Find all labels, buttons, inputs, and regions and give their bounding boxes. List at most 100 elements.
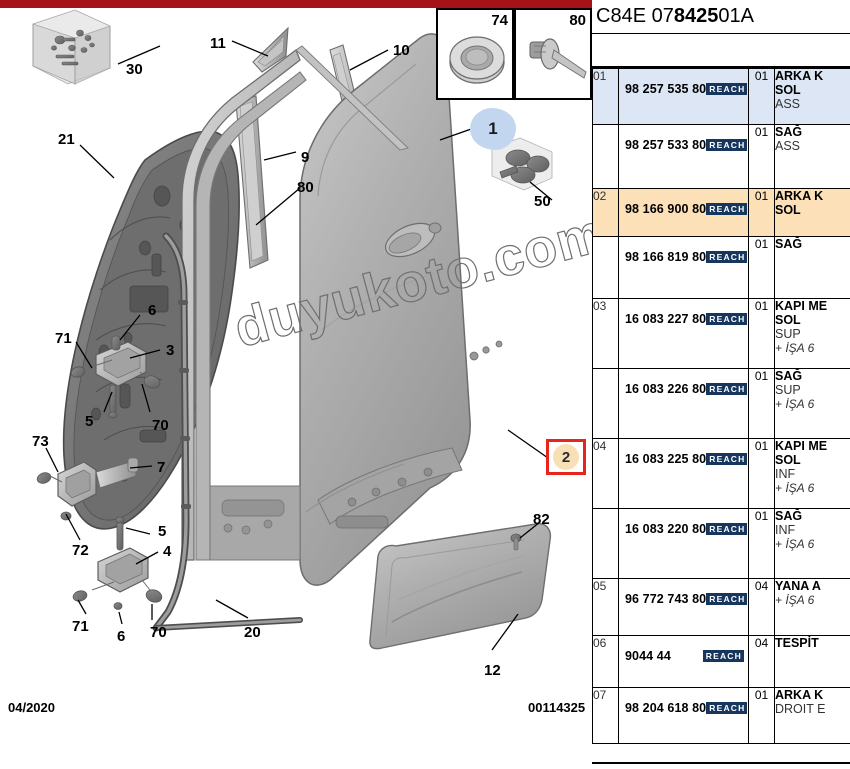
reach-badge: REACH: [706, 702, 748, 714]
description-side: SAĞ: [775, 509, 803, 524]
part-74-grommet-icon: [449, 36, 505, 84]
description-sub: INF: [775, 523, 796, 537]
row-reference-cell[interactable]: 16 083 227 80 REACH: [618, 298, 749, 369]
table-row[interactable]: 05 96 772 743 80 REACH 04 YANA A + İŞA 6: [592, 578, 850, 636]
row-reference-cell[interactable]: 98 257 533 80 REACH: [618, 124, 749, 189]
parts-diagram-panel: 74 80 1 2 30 11 21: [0, 0, 592, 715]
callout-11: 11: [210, 35, 226, 52]
part-reference: 98 166 900 80: [625, 202, 707, 216]
row-reference-cell[interactable]: 98 257 535 80 REACH: [618, 68, 749, 125]
callout-7: 7: [157, 459, 166, 476]
description-side: SOL: [775, 203, 801, 217]
description-title: KAPI ME: [775, 439, 828, 454]
table-row[interactable]: 07 98 204 618 80 REACH 01 ARKA K DROIT E: [592, 687, 850, 744]
part-9-pillar-trim-strip: [235, 95, 269, 269]
part-reference: 16 083 220 80: [625, 522, 707, 536]
row-description: YANA A + İŞA 6: [774, 578, 850, 636]
description-title: ARKA K: [775, 189, 824, 204]
callout-box-2[interactable]: 2: [546, 439, 586, 475]
callout-3: 3: [166, 342, 175, 359]
table-row[interactable]: 16 083 226 80 REACH 01 SAĞ SUP + İŞA 6: [592, 368, 850, 439]
table-row[interactable]: 98 166 819 80 REACH 01 SAĞ: [592, 236, 850, 299]
reach-badge: REACH: [706, 251, 748, 263]
parts-table-panel: C84E 07 8425 01A 01 98 257 535 80 REACH: [592, 0, 850, 769]
table-row[interactable]: 02 98 166 900 80 REACH 01 ARKA K SOL: [592, 188, 850, 237]
row-reference-cell[interactable]: 98 166 819 80 REACH: [618, 236, 749, 299]
parts-table-body: 01 98 257 535 80 REACH 01 ARKA K SOL ASS: [592, 68, 850, 744]
inset-box-74: 74: [436, 8, 514, 100]
row-item-number: [592, 236, 619, 299]
part-12-side-moulding: [369, 523, 552, 650]
callout-73: 73: [32, 433, 49, 450]
door-handle-recess: [384, 222, 442, 258]
description-title: YANA A: [775, 579, 821, 594]
callout-bubble-1[interactable]: 1: [470, 108, 516, 150]
part-80-rivet-icon: [529, 38, 587, 79]
part-reference: 98 204 618 80: [625, 701, 707, 715]
description-note: + İŞA 6: [775, 593, 815, 607]
parts-diagram-illustration: [32, 9, 553, 651]
table-header-spacer: [592, 34, 850, 68]
row-description: ARKA K SOL: [774, 188, 850, 237]
row-quantity: 01: [748, 124, 775, 189]
row-reference-cell[interactable]: 16 083 220 80 REACH: [618, 508, 749, 579]
part-reference: 16 083 225 80: [625, 452, 707, 466]
table-row[interactable]: 06 9044 44 REACH 04 TESPİT: [592, 635, 850, 688]
table-row[interactable]: 98 257 533 80 REACH 01 SAĞ ASS: [592, 124, 850, 189]
row-quantity: 04: [748, 578, 775, 636]
row-reference-cell[interactable]: 16 083 225 80 REACH: [618, 438, 749, 509]
row-quantity: 01: [748, 368, 775, 439]
row-item-number: 04: [592, 438, 619, 509]
table-row[interactable]: 03 16 083 227 80 REACH 01 KAPI ME SOL SU…: [592, 298, 850, 369]
parts-table: 01 98 257 535 80 REACH 01 ARKA K SOL ASS: [592, 68, 850, 744]
part-20-door-seal: [152, 232, 303, 632]
callout-30: 30: [126, 61, 143, 78]
description-note: + İŞA 6: [775, 481, 815, 495]
row-reference-cell[interactable]: 98 204 618 80 REACH: [618, 687, 749, 744]
description-title: KAPI ME: [775, 299, 828, 314]
door-inner-shell: [195, 71, 307, 561]
reach-badge: REACH: [706, 203, 748, 215]
row-description: KAPI ME SOL SUP + İŞA 6: [774, 298, 850, 369]
row-reference-cell[interactable]: 98 166 900 80 REACH: [618, 188, 749, 237]
description-title: TESPİT: [775, 636, 819, 651]
door-window-frame: [181, 45, 409, 561]
inset-box-80-number: 80: [569, 12, 586, 29]
row-reference-cell[interactable]: 9044 44 REACH: [618, 635, 749, 688]
panel-lower-reinforcement: [305, 447, 463, 529]
callout-70-upper: 70: [152, 417, 169, 434]
row-item-number: [592, 368, 619, 439]
row-quantity: 01: [748, 188, 775, 237]
description-sub: INF: [775, 467, 796, 481]
row-item-number: 07: [592, 687, 619, 744]
part-11-corner-trim: [252, 26, 289, 73]
row-description: SAĞ: [774, 236, 850, 299]
reach-badge: REACH: [706, 139, 748, 151]
callout-71-upper: 71: [55, 330, 72, 347]
footer-code: 00114325: [528, 700, 586, 715]
description-sub: ASS: [775, 139, 801, 153]
inset-box-80: 80: [514, 8, 592, 100]
part-82-moulding-clip: [510, 533, 522, 551]
callout-5-upper: 5: [85, 413, 94, 430]
row-quantity: 01: [748, 298, 775, 369]
description-title: ARKA K: [775, 688, 824, 703]
description-note: + İŞA 6: [775, 537, 815, 551]
table-row[interactable]: 16 083 220 80 REACH 01 SAĞ INF + İŞA 6: [592, 508, 850, 579]
row-reference-cell[interactable]: 16 083 226 80 REACH: [618, 368, 749, 439]
table-row[interactable]: 01 98 257 535 80 REACH 01 ARKA K SOL ASS: [592, 68, 850, 125]
callout-71-lower: 71: [72, 618, 89, 635]
description-sub: ASS: [775, 97, 801, 111]
reference-bold: 8425: [673, 5, 719, 27]
callout-50: 50: [534, 193, 551, 210]
description-sub: DROIT E: [775, 702, 826, 716]
part-7-door-check-strap: [36, 457, 139, 521]
table-row[interactable]: 04 16 083 225 80 REACH 01 KAPI ME SOL IN…: [592, 438, 850, 509]
callout-80-strip: 80: [297, 179, 314, 196]
part-3-upper-hinge: [70, 335, 161, 419]
row-reference-cell[interactable]: 96 772 743 80 REACH: [618, 578, 749, 636]
callout-72: 72: [72, 542, 89, 559]
part-reference: 98 166 819 80: [625, 250, 707, 264]
inset-box-74-number: 74: [491, 12, 508, 29]
row-description: TESPİT: [774, 635, 850, 688]
